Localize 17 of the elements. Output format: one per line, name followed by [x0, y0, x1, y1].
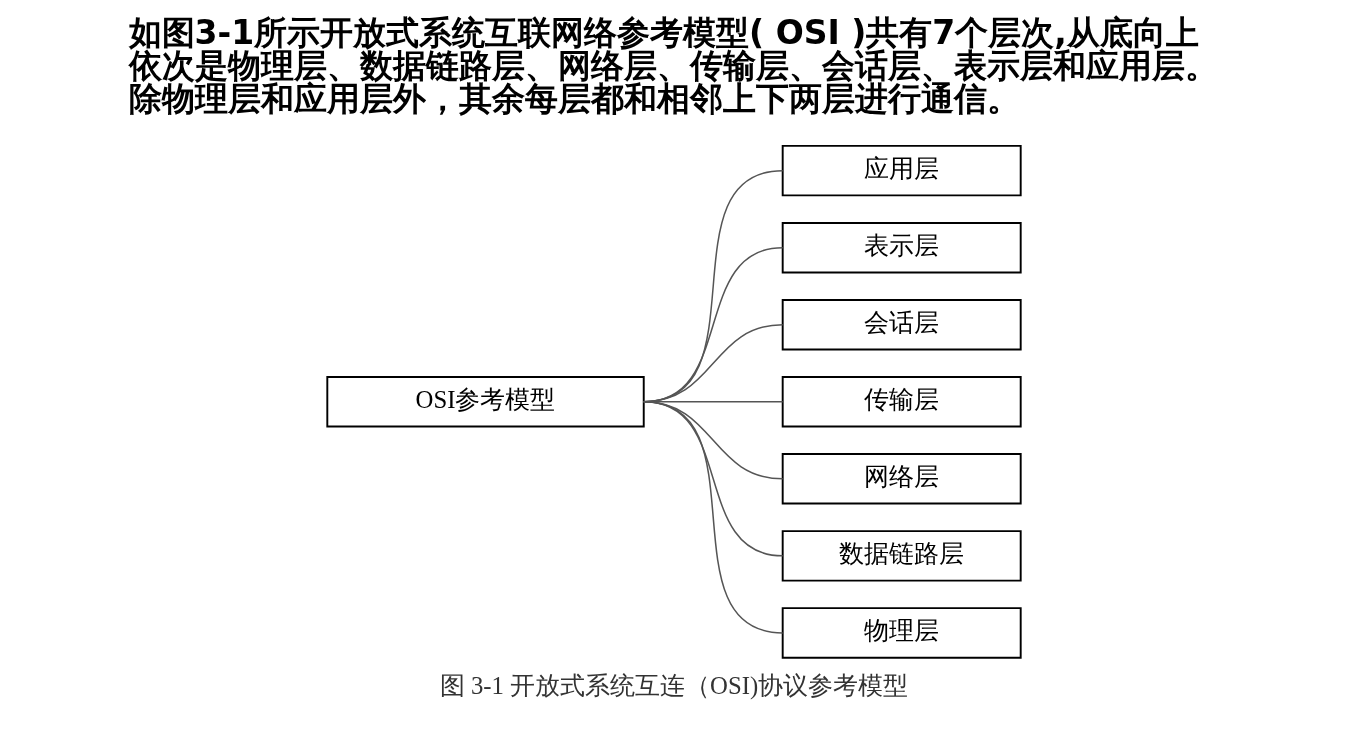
node-box: 应用层: [781, 144, 1022, 197]
connector: [642, 323, 784, 403]
caption: 图 3-1 开放式系统互连（OSI)协议参考模型: [439, 671, 909, 699]
node-box: OSI参考模型: [326, 376, 645, 428]
connector: [642, 401, 784, 480]
connector: [642, 246, 784, 403]
node-box: 网络层: [781, 453, 1022, 505]
node-box: 数据链路层: [781, 530, 1022, 582]
diagram-title: 如图3-1所示开放式系统互联网络参考模型( OSI )共有7个层次,从底向上依次是物理层、数据链路层、网络层、传输层、会话层、表示层和应用层。除物理层和应用层外，其余每层都和相邻上下两层进行通信。: [128, 13, 1218, 119]
connector: [642, 401, 784, 403]
connector: [642, 169, 784, 403]
node-box: 会话层: [781, 299, 1022, 351]
connector: [642, 401, 784, 557]
connector: [642, 401, 784, 634]
node-box: 传输层: [781, 376, 1022, 428]
node-box: 物理层: [781, 607, 1022, 659]
node-box: 表示层: [781, 221, 1022, 274]
